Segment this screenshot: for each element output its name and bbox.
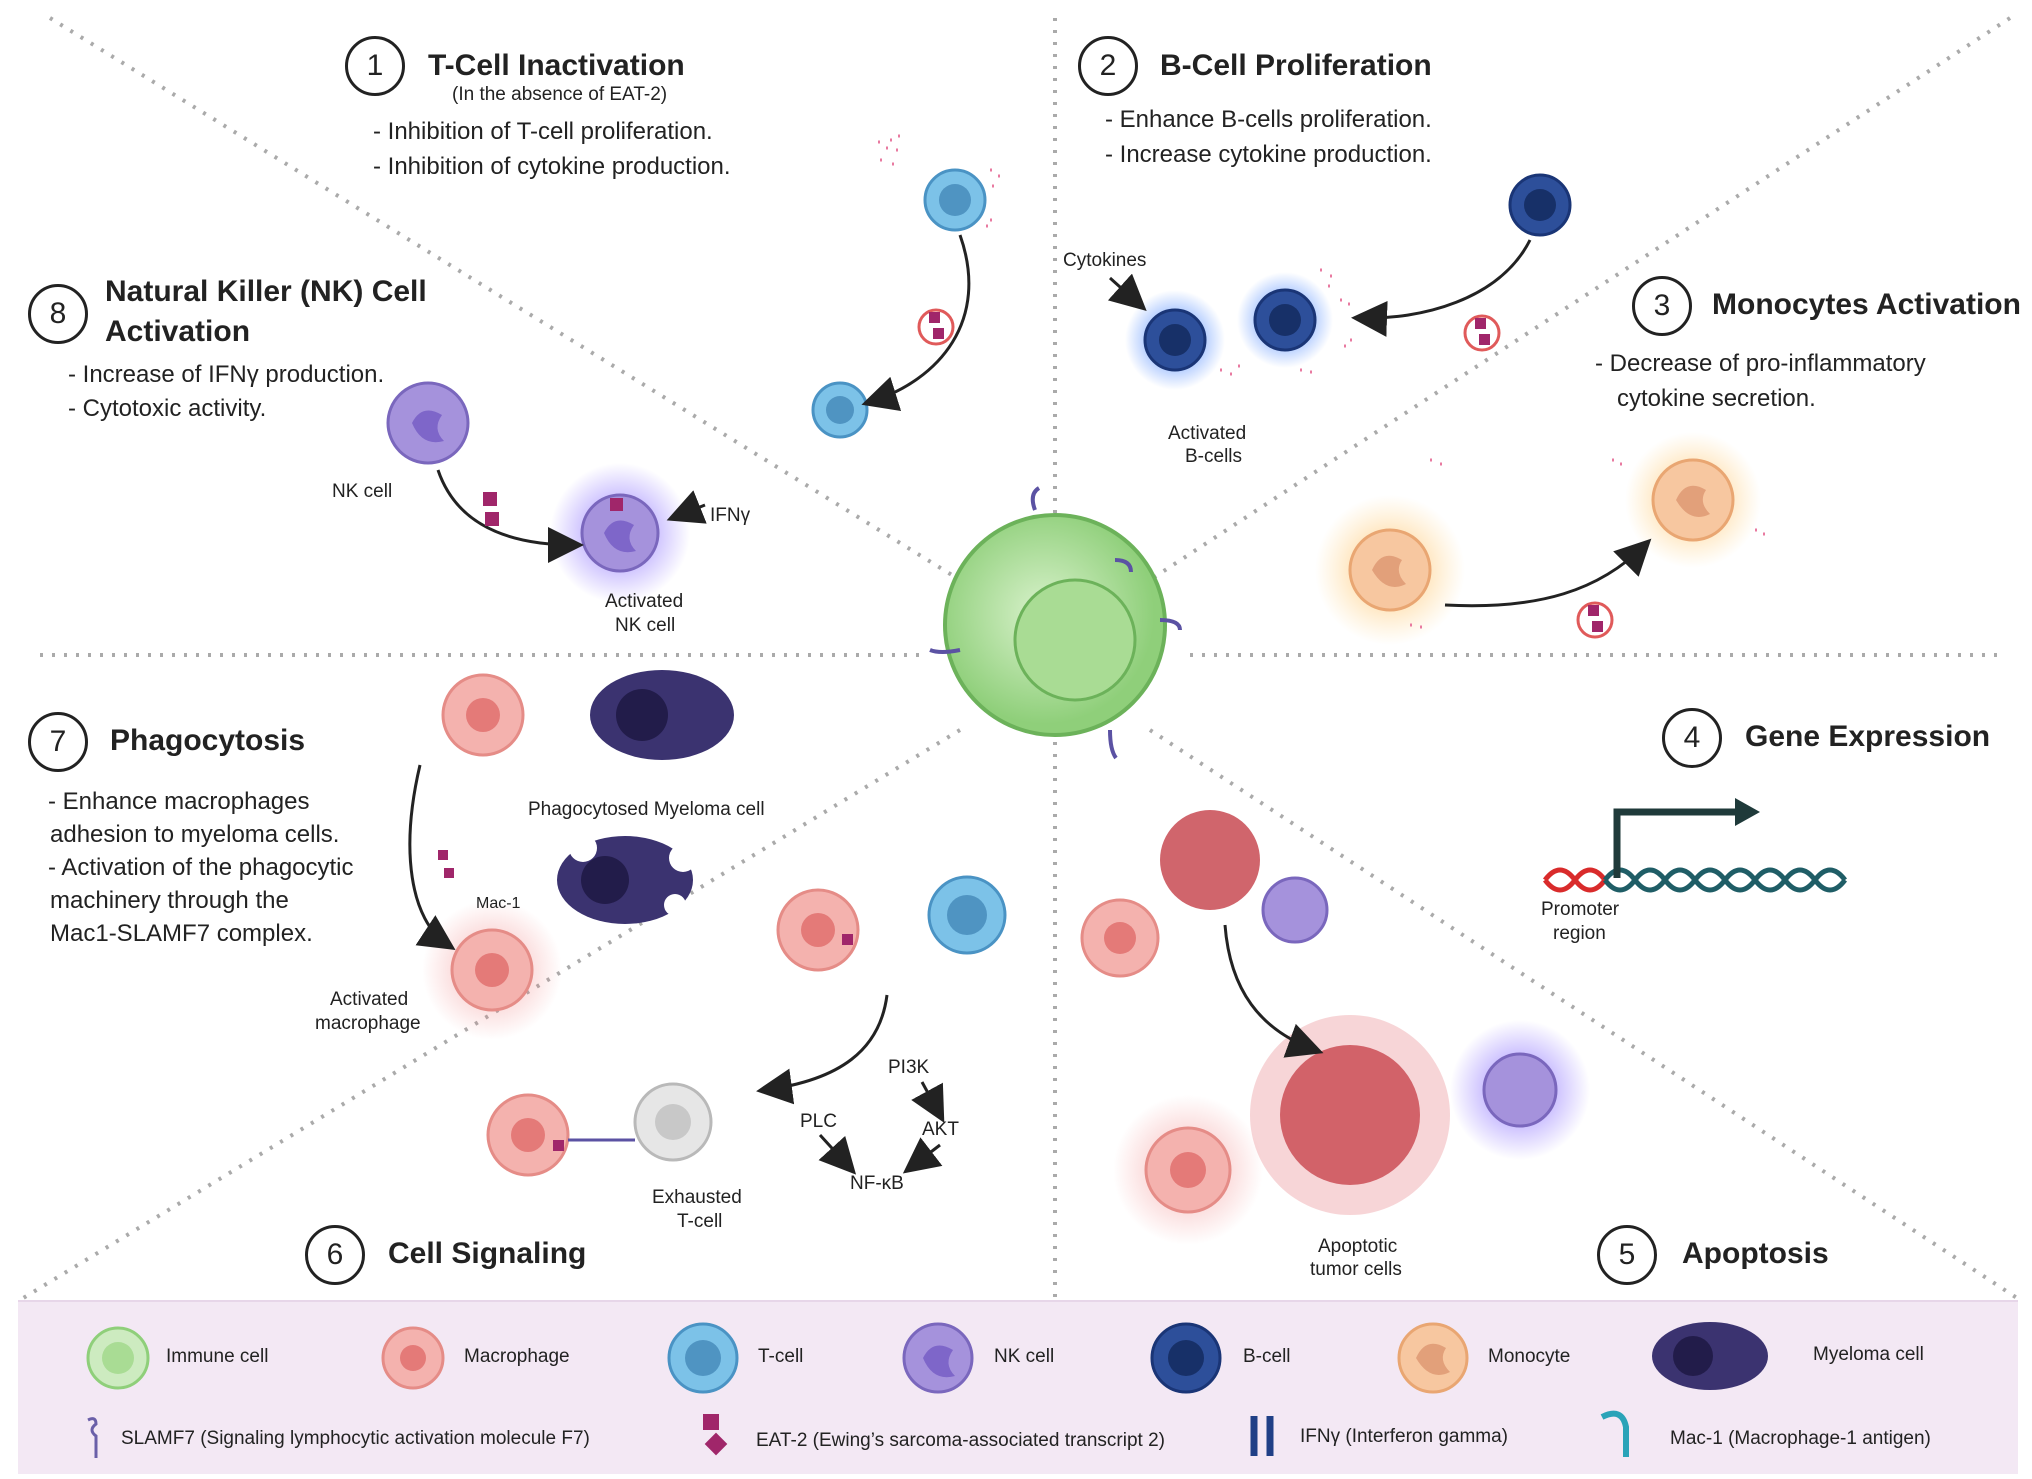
legend-icons xyxy=(86,1322,1768,1458)
section3-bullet-1: - Decrease of pro-inflammatory xyxy=(1595,350,1926,377)
activated-bcells-label-1: Activated xyxy=(1168,423,1247,444)
legend-immune-cell: Immune cell xyxy=(166,1346,269,1367)
section5-number: 5 xyxy=(1597,1225,1657,1285)
section5-graphics xyxy=(1080,810,1590,1245)
activated-macrophage-label-2: macrophage xyxy=(315,1013,421,1034)
phagocytosed-label: Phagocytosed Myeloma cell xyxy=(528,799,765,820)
section7-bullet-5: Mac1-SLAMF7 complex. xyxy=(50,920,313,947)
divider-lines xyxy=(18,16,2022,1300)
section4-graphics xyxy=(1543,798,1847,893)
section8-bullet-2: - Cytotoxic activity. xyxy=(68,395,267,422)
legend-slamf7: SLAMF7 (Signaling lymphocytic activation… xyxy=(121,1428,590,1449)
section7-bullet-4: machinery through the xyxy=(50,887,289,914)
legend-tcell: T-cell xyxy=(758,1346,804,1367)
cytokines-label: Cytokines xyxy=(1063,250,1147,271)
ifng-label: IFNγ xyxy=(710,505,751,526)
section6-graphics xyxy=(486,875,1007,1177)
activated-nk-label-1: Activated xyxy=(605,591,684,612)
activated-bcells-label-2: B-cells xyxy=(1185,446,1243,467)
section2-title: B-Cell Proliferation xyxy=(1160,49,1432,82)
exhausted-label-1: Exhausted xyxy=(652,1187,742,1208)
section8-title-line1: Natural Killer (NK) Cell xyxy=(105,275,427,308)
section3-title: Monocytes Activation xyxy=(1712,288,2021,321)
section8-number: 8 xyxy=(28,284,88,344)
legend-monocyte: Monocyte xyxy=(1488,1346,1571,1367)
section3-bullet-2: cytokine secretion. xyxy=(1617,385,1816,412)
promoter-label-1: Promoter xyxy=(1541,899,1620,920)
plc-label: PLC xyxy=(800,1111,837,1132)
mac1-label: Mac-1 xyxy=(476,895,521,912)
section1-bullet-2: - Inhibition of cytokine production. xyxy=(373,153,731,180)
pi3k-label: PI3K xyxy=(888,1057,930,1078)
section1-title: T-Cell Inactivation xyxy=(428,49,685,82)
activated-nk-label-2: NK cell xyxy=(615,615,676,636)
section1-subtitle: (In the absence of EAT-2) xyxy=(452,84,668,105)
section8-graphics xyxy=(386,381,707,603)
section1-graphics xyxy=(811,134,1000,439)
nfkb-label: NF-κB xyxy=(850,1173,904,1194)
section2-bullet-1: - Enhance B-cells proliferation. xyxy=(1105,106,1432,133)
legend-ifng: IFNγ (Interferon gamma) xyxy=(1300,1426,1508,1447)
section8-title-line2: Activation xyxy=(105,315,251,348)
legend-nk-cell: NK cell xyxy=(994,1346,1055,1367)
section7-number: 7 xyxy=(28,712,88,772)
section4-number: 4 xyxy=(1662,708,1722,768)
section2-bullet-2: - Increase cytokine production. xyxy=(1105,141,1432,168)
legend-myeloma-cell: Myeloma cell xyxy=(1813,1344,1924,1365)
nk-cell-label: NK cell xyxy=(332,481,393,502)
section7-bullet-2: adhesion to myeloma cells. xyxy=(50,821,340,848)
exhausted-label-2: T-cell xyxy=(677,1211,723,1232)
akt-label: AKT xyxy=(922,1119,959,1140)
activated-macrophage-label-1: Activated xyxy=(330,989,409,1010)
promoter-label-2: region xyxy=(1553,923,1606,944)
section3-number: 3 xyxy=(1632,276,1692,336)
diagram-graphics xyxy=(18,16,2022,1300)
section5-title: Apoptosis xyxy=(1682,1237,1829,1270)
section3-graphics xyxy=(1315,432,1765,645)
section1-number: 1 xyxy=(345,36,405,96)
legend-panel: Immune cell Macrophage T-cell NK cell B-… xyxy=(18,1300,2018,1474)
legend-macrophage: Macrophage xyxy=(464,1346,570,1367)
central-immune-cell xyxy=(929,486,1182,760)
apoptotic-label-1: Apoptotic xyxy=(1318,1236,1398,1257)
section8-bullet-1: - Increase of IFNγ production. xyxy=(68,361,385,388)
legend-mac1: Mac-1 (Macrophage-1 antigen) xyxy=(1670,1428,1931,1449)
legend-bcell: B-cell xyxy=(1243,1346,1291,1367)
section2-number: 2 xyxy=(1078,36,1138,96)
section2-graphics xyxy=(1107,173,1572,390)
legend-eat2: EAT-2 (Ewing’s sarcoma-associated transc… xyxy=(756,1430,1166,1451)
section7-graphics xyxy=(408,670,734,1040)
section7-title: Phagocytosis xyxy=(110,724,306,757)
section7-bullet-3: - Activation of the phagocytic xyxy=(48,854,354,881)
section7-bullet-1: - Enhance macrophages xyxy=(48,788,310,815)
section6-number: 6 xyxy=(305,1225,365,1285)
section1-bullet-1: - Inhibition of T-cell proliferation. xyxy=(373,118,713,145)
apoptotic-label-2: tumor cells xyxy=(1310,1259,1402,1280)
section4-title: Gene Expression xyxy=(1745,720,1991,753)
section6-title: Cell Signaling xyxy=(388,1237,587,1270)
